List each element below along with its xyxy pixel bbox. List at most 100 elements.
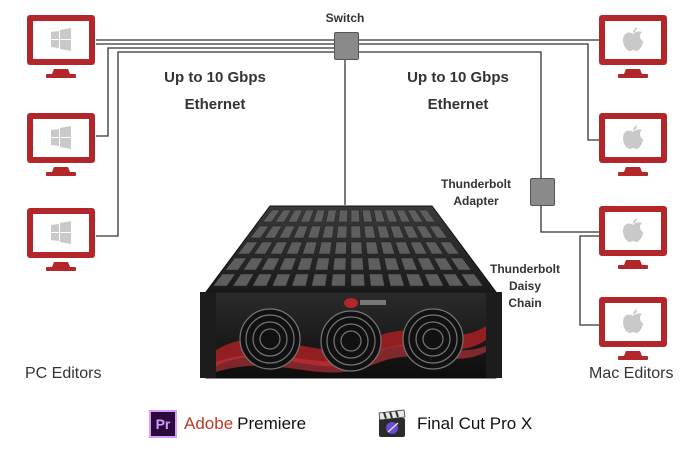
switch-label: Switch xyxy=(325,11,365,25)
ethernet-left-label: Up to 10 Gbps Ethernet xyxy=(150,64,280,118)
premiere-badge: Pr xyxy=(149,410,177,438)
drive-bay xyxy=(331,273,346,287)
drive-bay xyxy=(300,209,315,223)
final-cut-pro-logo: Final Cut Pro X xyxy=(377,407,532,441)
drive-bay xyxy=(224,257,247,271)
drive-bay xyxy=(325,209,337,223)
ethernet-left-line2: Ethernet xyxy=(184,96,246,113)
mac-editors-label: Mac Editors xyxy=(589,365,674,382)
drive-bay xyxy=(312,209,326,223)
premiere-product-text: Premiere xyxy=(237,414,307,433)
drive-bay xyxy=(260,257,281,271)
drive-bay xyxy=(332,257,347,271)
drive-bay xyxy=(264,225,283,239)
premiere-brand-text: Adobe xyxy=(184,414,234,433)
windows-monitor-icon xyxy=(27,113,95,176)
drive-bay xyxy=(278,225,296,239)
ethernet-left-line1: Up to 10 Gbps xyxy=(164,69,266,86)
drive-bay xyxy=(415,225,434,239)
drive-bay xyxy=(302,241,318,255)
drive-bay xyxy=(350,241,363,255)
drive-bay xyxy=(212,273,236,287)
drive-bay xyxy=(363,225,376,239)
drive-bay xyxy=(395,209,411,223)
drive-bay xyxy=(428,225,448,239)
wire-pc3 xyxy=(96,51,334,237)
ethernet-right-line1: Up to 10 Gbps xyxy=(407,69,509,86)
drive-bay xyxy=(338,209,348,223)
daisy-line3: Chain xyxy=(508,296,542,310)
drive-bay xyxy=(307,225,322,239)
apple-monitor-icon xyxy=(599,113,667,176)
drive-bay xyxy=(417,257,436,271)
wire-pc2 xyxy=(96,47,334,137)
drive-bay xyxy=(362,209,373,223)
drive-bay xyxy=(407,209,424,223)
drive-bay xyxy=(405,273,425,287)
wire-adapter-mac3 xyxy=(540,204,600,233)
drive-bay xyxy=(291,273,310,287)
switch-box xyxy=(334,32,359,60)
drive-bay xyxy=(367,257,382,271)
adobe-premiere-logo: Pr Adobe Premiere xyxy=(149,408,306,440)
daisy-line1: Thunderbolt xyxy=(490,262,560,276)
daisy-chain-label: Thunderbolt Daisy Chain xyxy=(482,261,568,312)
drive-bay xyxy=(395,241,412,255)
drive-bay xyxy=(424,273,445,287)
drive-bay xyxy=(314,257,330,271)
drive-bay xyxy=(383,257,400,271)
drive-bay xyxy=(253,241,273,255)
drive-bay xyxy=(237,241,259,255)
drive-bay xyxy=(350,209,361,223)
drive-bay xyxy=(450,257,472,271)
drive-bay xyxy=(384,209,399,223)
drive-bay xyxy=(380,241,395,255)
drive-bay xyxy=(336,225,348,239)
drive-bay xyxy=(402,225,420,239)
thunderbolt-adapter-box xyxy=(530,178,555,206)
drive-bay xyxy=(376,225,391,239)
drive-bay xyxy=(350,257,364,271)
drive-bay xyxy=(249,225,270,239)
drive-bay xyxy=(389,225,405,239)
storage-server-image xyxy=(200,205,502,379)
drive-bay xyxy=(460,273,484,287)
drive-bay xyxy=(293,225,309,239)
wire-switch-mac3 xyxy=(356,51,542,191)
drive-bays xyxy=(212,209,484,287)
drive-bay xyxy=(269,241,288,255)
drive-bay xyxy=(439,241,460,255)
drive-bay xyxy=(274,209,292,223)
windows-monitor-icon xyxy=(27,15,95,78)
drive-bay xyxy=(285,241,303,255)
drive-bay xyxy=(350,225,362,239)
drive-bay xyxy=(321,225,335,239)
ethernet-right-label: Up to 10 Gbps Ethernet xyxy=(393,64,523,118)
apple-monitor-icon xyxy=(599,206,667,269)
drive-bay xyxy=(424,241,444,255)
pc-editors-label: PC Editors xyxy=(25,365,102,382)
drive-bay xyxy=(287,209,303,223)
thunderbolt-adapter-line1: Thunderbolt xyxy=(441,177,511,191)
drive-bay xyxy=(365,241,379,255)
drive-bay xyxy=(311,273,328,287)
ethernet-right-line2: Ethernet xyxy=(427,96,489,113)
drive-bay xyxy=(262,209,281,223)
drive-bay xyxy=(278,257,297,271)
drive-bay xyxy=(387,273,405,287)
drive-bay xyxy=(350,273,366,287)
drive-bay xyxy=(409,241,428,255)
apple-monitor-icon xyxy=(599,297,667,360)
drive-bay xyxy=(418,209,437,223)
drive-bay xyxy=(296,257,314,271)
drive-bay xyxy=(334,241,347,255)
drive-bay xyxy=(252,273,273,287)
drive-bay xyxy=(369,273,385,287)
fan-icon xyxy=(239,308,464,372)
wire-daisy-chain xyxy=(579,235,600,326)
drive-bay xyxy=(442,273,464,287)
windows-monitor-icon xyxy=(27,208,95,271)
clapperboard-icon xyxy=(378,409,406,437)
drive-bay xyxy=(400,257,418,271)
